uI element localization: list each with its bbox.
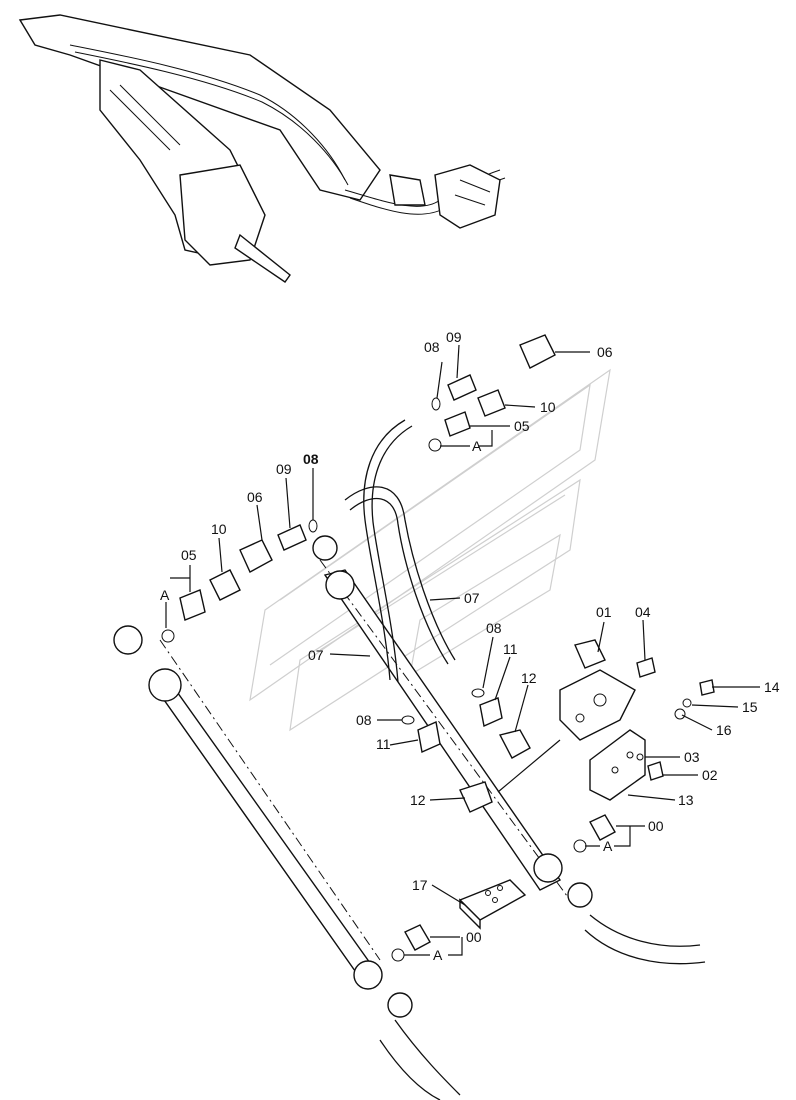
callout-16: 16	[716, 722, 732, 738]
callout-05: 05	[181, 547, 197, 563]
callout-07: 07	[308, 647, 324, 663]
callout-00: 00	[648, 818, 664, 834]
callout-08: 08	[356, 712, 372, 728]
callout-04: 04	[635, 604, 651, 620]
callout-03: 03	[684, 749, 700, 765]
watermark-logo	[249, 368, 611, 732]
callout-a: A	[433, 947, 443, 963]
callout-02: 02	[702, 767, 718, 783]
callout-01: 01	[596, 604, 612, 620]
callout-17: 17	[412, 877, 428, 893]
callout-06: 06	[247, 489, 263, 505]
callout-11: 11	[503, 641, 518, 657]
callout-a: A	[472, 438, 482, 454]
callout-10: 10	[540, 399, 556, 415]
callout-08: 08	[303, 451, 319, 467]
callout-11: 11	[376, 736, 391, 752]
callout-10: 10	[211, 521, 227, 537]
callout-09: 09	[276, 461, 292, 477]
valve-block-01	[559, 639, 636, 741]
callout-12: 12	[521, 670, 537, 686]
excavator-boom-overview	[18, 14, 506, 283]
callout-15: 15	[742, 699, 758, 715]
callout-labels: 06 09 08 10 05 A 09 08 06 10 05 A 07 07 …	[160, 329, 780, 963]
callout-00: 00	[466, 929, 482, 945]
callout-a: A	[603, 838, 613, 854]
callout-08: 08	[486, 620, 502, 636]
callout-08: 08	[424, 339, 440, 355]
leader-lines	[165, 344, 760, 956]
callout-12: 12	[410, 792, 426, 808]
callout-a: A	[160, 587, 170, 603]
clamp-17	[458, 879, 527, 930]
bracket-13	[589, 729, 646, 801]
callout-09: 09	[446, 329, 462, 345]
callout-05: 05	[514, 418, 530, 434]
callout-06: 06	[597, 344, 613, 360]
fittings	[113, 334, 715, 1018]
callout-13: 13	[678, 792, 694, 808]
callout-07: 07	[464, 590, 480, 606]
callout-14: 14	[764, 679, 780, 695]
